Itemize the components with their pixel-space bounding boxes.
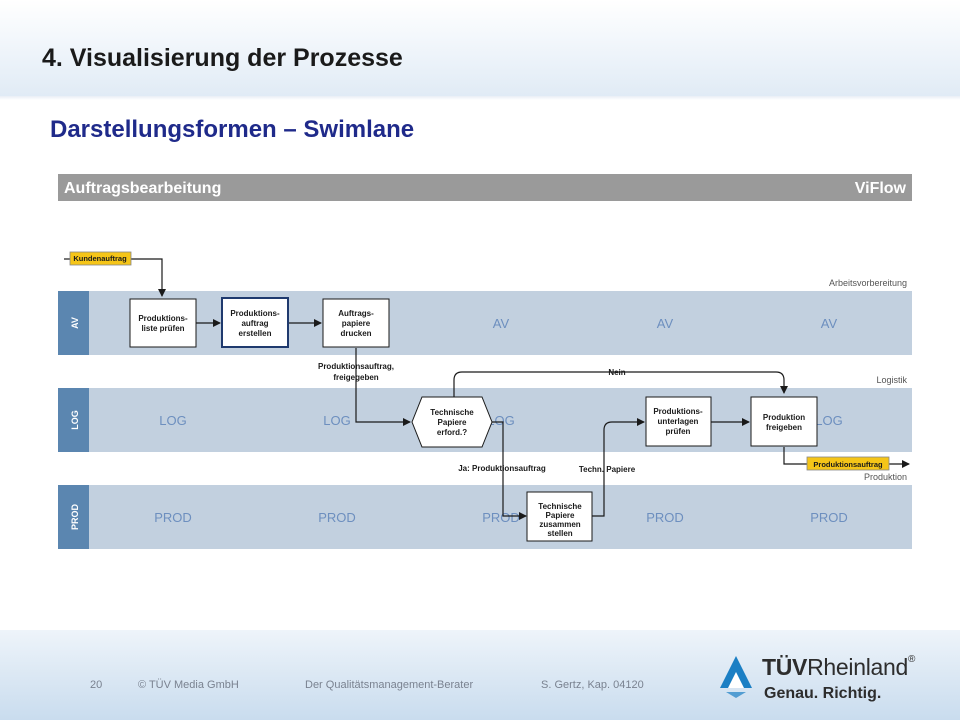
diagram-header-title: Auftragsbearbeitung — [64, 180, 221, 197]
step-papiere-zusammenstellen — [526, 491, 593, 542]
step-text: zusammen — [539, 520, 580, 529]
lane-av-code: AV — [70, 317, 80, 329]
lane-watermark: LOG — [815, 413, 842, 428]
bottom-band — [0, 630, 960, 720]
step-text: Produktions- — [653, 407, 703, 416]
step-text: liste prüfen — [141, 324, 184, 333]
step-auftragspapiere-drucken — [322, 298, 390, 348]
lane-watermark: PROD — [646, 510, 684, 525]
brand-registered: ® — [908, 654, 916, 665]
step-text: unterlagen — [658, 417, 699, 426]
lane-watermark: AV — [657, 316, 674, 331]
lane-watermark: PROD — [810, 510, 848, 525]
top-band — [0, 0, 960, 100]
connector — [131, 258, 166, 297]
step-text: freigeben — [766, 423, 802, 432]
step-text: Technische — [538, 502, 582, 511]
lane-log-code: LOG — [70, 410, 80, 430]
footer-page-number: 20 — [90, 679, 103, 691]
lane-prod-code: PROD — [70, 504, 80, 531]
lane-watermark: LOG — [323, 413, 350, 428]
step-text: Produktions- — [230, 309, 280, 318]
tuv-logo-icon — [720, 656, 752, 698]
lane-log-label-box — [58, 388, 89, 452]
step-text: Produktion — [763, 413, 805, 422]
step-text: stellen — [547, 529, 572, 538]
connector — [355, 348, 411, 426]
document-kundenauftrag-label: Kundenauftrag — [73, 254, 127, 263]
footer-book-title: Der Qualitätsmanagement-Berater — [305, 679, 474, 691]
step-produktion-freigeben — [750, 396, 818, 447]
connector — [453, 371, 788, 397]
flow-label-techn-papiere: Techn. Papiere — [579, 465, 636, 474]
document-produktionsauftrag — [806, 456, 890, 471]
flow-label-ja: Ja: Produktionsauftrag — [458, 464, 546, 473]
connector — [783, 447, 807, 465]
brand-light: Rheinland — [807, 654, 908, 680]
lane-watermark: PROD — [318, 510, 356, 525]
diagram-tool-name: ViFlow — [855, 180, 907, 197]
flow-label-freigegeben: freigegeben — [333, 373, 378, 382]
step-produktionsauftrag-erstellen — [221, 297, 289, 348]
step-text: papiere — [342, 319, 371, 328]
decision-text: Technische — [430, 408, 474, 417]
step-text: Papiere — [546, 511, 575, 520]
lane-prod-name: Produktion — [864, 472, 907, 482]
lane-watermark: AV — [493, 316, 510, 331]
step-produktionsunterlagen-pruefen — [645, 396, 712, 447]
diagram-header-bar — [58, 174, 912, 201]
step-text: prüfen — [666, 427, 691, 436]
flow-label-freigegeben: Produktionsauftrag, — [318, 362, 394, 371]
document-produktionsauftrag-label: Produktionsauftrag — [813, 460, 883, 469]
step-produktionsliste-pruefen — [129, 298, 197, 348]
brand-wordmark: TÜVRheinland® — [762, 654, 915, 681]
footer-author-ref: S. Gertz, Kap. 04120 — [541, 679, 644, 691]
step-text: drucken — [340, 329, 371, 338]
footer-copyright: © TÜV Media GmbH — [138, 679, 239, 691]
connector — [592, 418, 645, 517]
slide-title: 4. Visualisierung der Prozesse — [42, 44, 403, 72]
lane-log-name: Logistik — [876, 375, 907, 385]
lane-prod — [58, 485, 912, 549]
lane-watermark: PROD — [154, 510, 192, 525]
lane-watermark: AV — [821, 316, 838, 331]
decision-text: Papiere — [438, 418, 467, 427]
lane-av-name: Arbeitsvorbereitung — [829, 278, 907, 288]
lane-av-label-box — [58, 291, 89, 355]
flow-label-nein: Nein — [608, 368, 625, 377]
brand-bold: TÜV — [762, 654, 808, 680]
brand-slogan: Genau. Richtig. — [764, 685, 882, 702]
lane-watermark: LOG — [487, 413, 514, 428]
step-text: Produktions- — [138, 314, 188, 323]
document-kundenauftrag — [69, 251, 132, 266]
step-text: auftrag — [241, 319, 268, 328]
lane-prod-label-box — [58, 485, 89, 549]
step-text: Auftrags- — [338, 309, 374, 318]
lane-watermark: PROD — [482, 510, 520, 525]
decision-technische-papiere — [411, 396, 493, 448]
step-text: erstellen — [239, 329, 272, 338]
slide-subtitle: Darstellungsformen – Swimlane — [50, 116, 415, 143]
lane-watermark: LOG — [159, 413, 186, 428]
connector — [492, 421, 527, 520]
decision-text: erford.? — [437, 428, 467, 437]
